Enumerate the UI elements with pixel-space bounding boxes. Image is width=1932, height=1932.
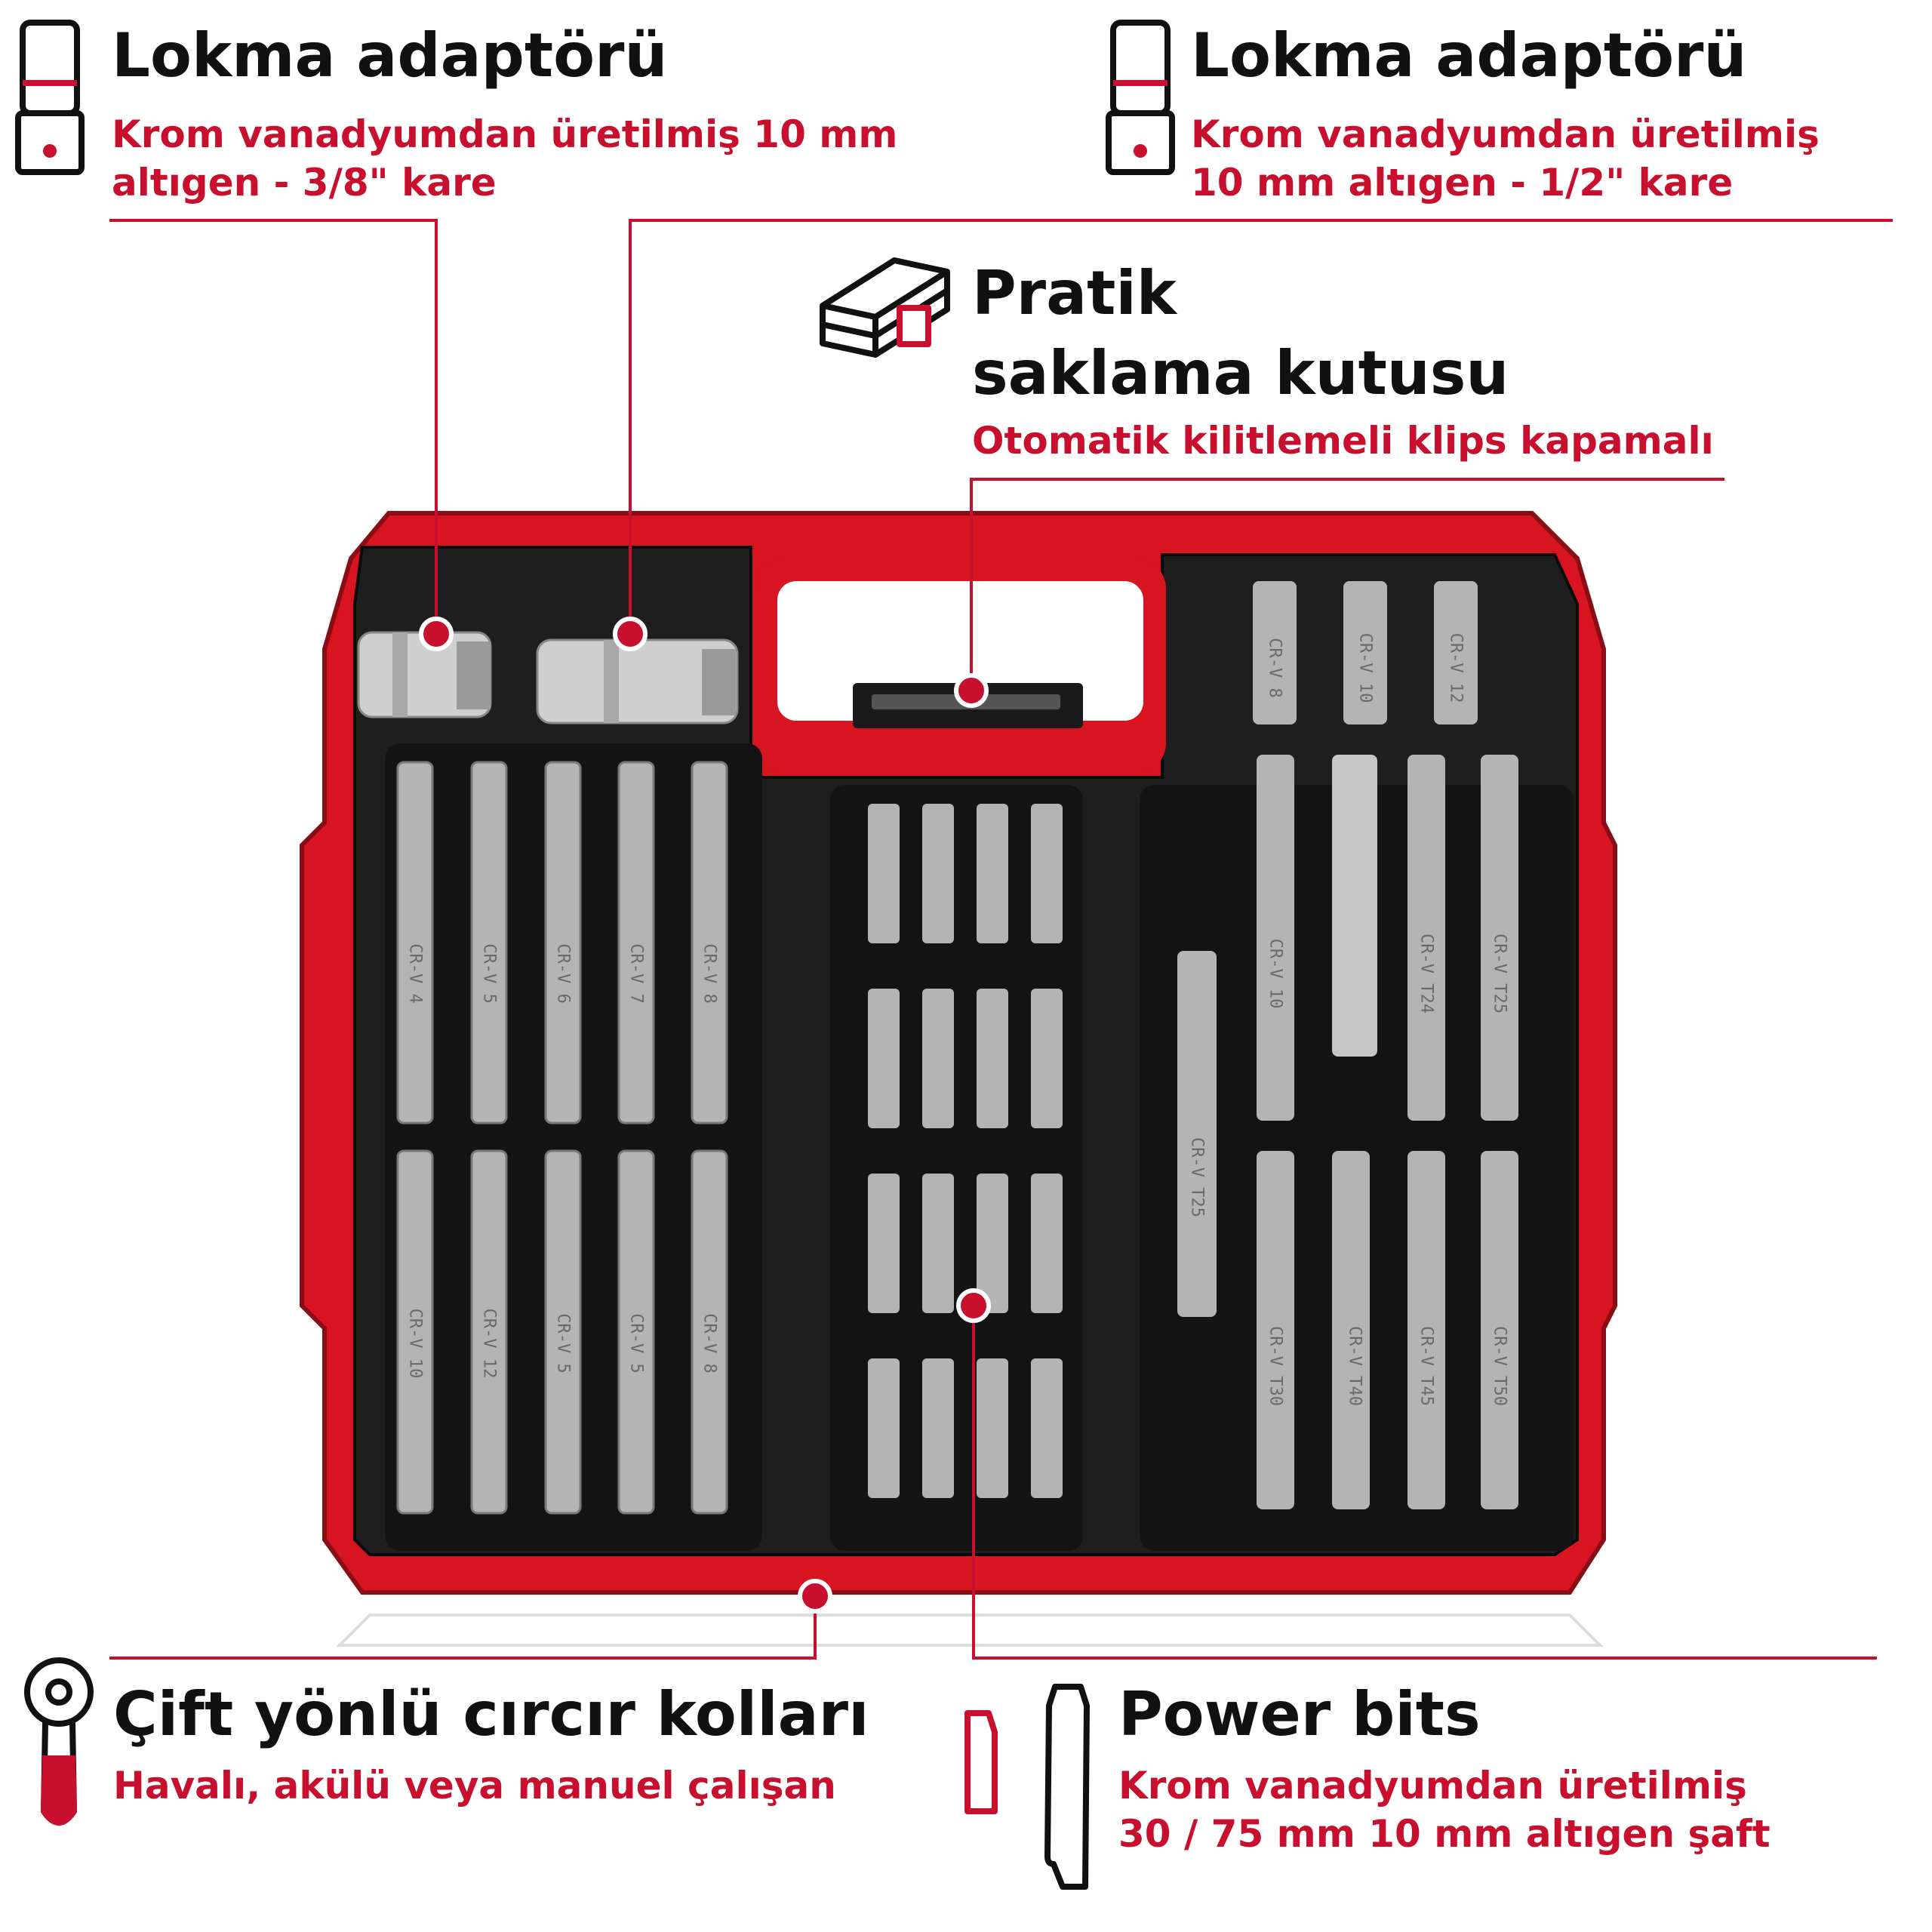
callout-desc-line: 10 mm altıgen - 1/2" kare [1191, 161, 1734, 205]
bit-engraving: CR-V T40 [1345, 1326, 1364, 1406]
leader-dot [956, 1288, 991, 1323]
storage-box-icon [820, 257, 950, 358]
bit-engraving: CR-V 5 [479, 943, 499, 1004]
callout-title: Lokma adaptörü [1191, 20, 1747, 91]
case-lid [336, 1614, 1604, 1647]
leader-line-adapter-1-2 [629, 219, 1893, 634]
bit-grid-right [1177, 581, 1518, 1509]
callout-title: Çift yönlü cırcır kolları [113, 1679, 869, 1749]
bit-row-left-top [396, 761, 728, 1124]
callout-desc-line: 30 / 75 mm 10 mm altıgen şaft [1118, 1812, 1770, 1856]
leader-line-power-bits [972, 1306, 1877, 1660]
bit-engraving: CR-V T30 [1266, 1326, 1285, 1406]
callout-desc-line: Krom vanadyumdan üretilmiş [1118, 1764, 1747, 1807]
callout-adapter-1-2: Lokma adaptörü Krom vanadyumdan üretilmi… [1191, 26, 1820, 207]
socket-adapter-1-2 [536, 638, 739, 724]
leader-line-adapter-3-8 [109, 219, 438, 634]
bit-engraving: CR-V 10 [1355, 632, 1375, 703]
callout-desc-line: Krom vanadyumdan üretilmiş [1191, 112, 1820, 156]
ratchet-icon [24, 1657, 94, 1826]
callout-power-bits: Power bits Krom vanadyumdan üretilmiş 30… [1118, 1684, 1770, 1858]
leader-dot [954, 673, 989, 708]
leader-dot [613, 617, 648, 651]
socket-adapter-icon [15, 20, 85, 175]
callout-dots [419, 617, 991, 1614]
leader-dot [798, 1579, 832, 1614]
callout-title: Lokma adaptörü [112, 20, 668, 91]
bit-engraving: CR-V T25 [1187, 1137, 1207, 1217]
callout-ratchet: Çift yönlü cırcır kolları Havalı, akülü … [113, 1684, 869, 1810]
bit-engraving: CR-V T25 [1490, 934, 1509, 1014]
bit-engraving: CR-V T24 [1417, 934, 1436, 1014]
callout-desc-line: Havalı, akülü veya manuel çalışan [113, 1764, 836, 1807]
socket-adapter-3-8 [357, 631, 492, 718]
callout-desc-line: Krom vanadyumdan üretilmiş 10 mm [112, 112, 898, 156]
power-bit-icon [964, 1684, 1090, 1890]
bit-engraving: CR-V 8 [700, 943, 719, 1004]
leader-dot [419, 617, 454, 651]
bit-engraving: CR-V 8 [1265, 638, 1284, 698]
bit-engraving: CR-V 6 [553, 943, 573, 1004]
bit-engraving: CR-V T45 [1417, 1326, 1436, 1406]
bit-engraving: CR-V 12 [479, 1308, 499, 1379]
bit-engraving: CR-V 10 [1266, 938, 1285, 1009]
bit-engraving: CR-V 4 [405, 943, 425, 1004]
leader-line-storage-box [970, 478, 1724, 691]
bit-engraving: CR-V 12 [1446, 632, 1466, 703]
socket-adapter-icon [1106, 20, 1175, 175]
callout-title-line: Pratik [972, 258, 1177, 328]
callout-title-line: saklama kutusu [972, 338, 1509, 408]
bit-engraving: CR-V T50 [1490, 1326, 1509, 1406]
bit-grid-center [868, 804, 1063, 1498]
bit-engraving: CR-V 5 [626, 1313, 646, 1374]
bit-engraving: CR-V 8 [700, 1313, 719, 1374]
callout-title: Power bits [1118, 1679, 1481, 1749]
callout-adapter-3-8: Lokma adaptörü Krom vanadyumdan üretilmi… [112, 26, 897, 207]
callout-leaders [109, 219, 1893, 1660]
leader-line-ratchet [109, 1596, 817, 1660]
bit-engraving: CR-V 7 [626, 943, 646, 1004]
callout-desc-line: Otomatik kilitlemeli klips kapamalı [972, 419, 1714, 463]
callout-desc-line: altıgen - 3/8" kare [112, 161, 497, 205]
bit-engraving: CR-V 10 [405, 1308, 425, 1379]
callout-storage-box: Pratik saklama kutusu Otomatik kilitleme… [972, 254, 1714, 465]
bit-engraving: CR-V 5 [553, 1313, 573, 1374]
bit-row-left-bottom [396, 1149, 728, 1515]
